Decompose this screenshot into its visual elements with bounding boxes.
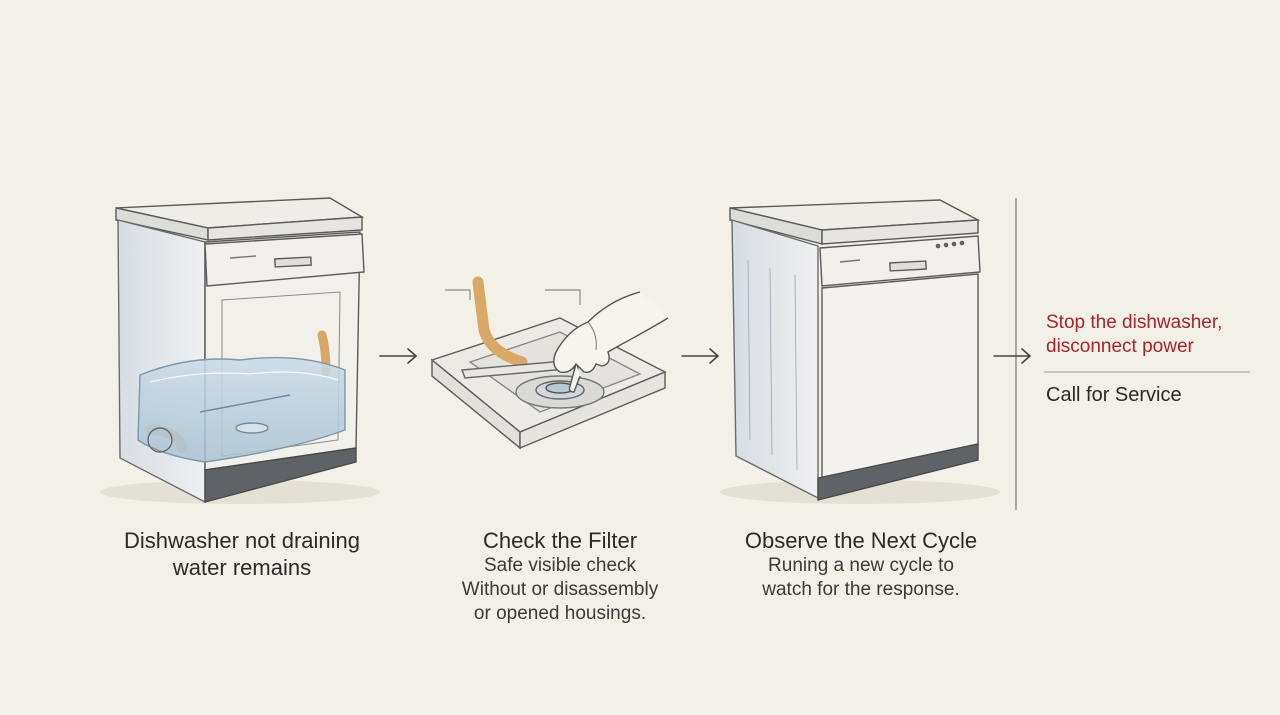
step-2-body-line1: Safe visible check <box>483 555 637 576</box>
filter-check-illustration <box>430 276 669 450</box>
warning-line2: disconnect power <box>1046 336 1194 357</box>
step-1-title-line1: Dishwasher not draining <box>123 528 361 553</box>
step-1-title-line2: water remains <box>172 555 312 580</box>
step-1-caption: Dishwasher not draining water remains <box>92 527 392 581</box>
step-3-caption: Observe the Next Cycle Runing a new cycl… <box>711 527 1011 602</box>
step-2-body-line3: or opened housings. <box>473 603 647 624</box>
step-2-title: Check the Filter <box>482 528 638 553</box>
step-3-title: Observe the Next Cycle <box>744 528 978 553</box>
step-2-caption: Check the Filter Safe visible check With… <box>410 527 710 626</box>
arrow-right-icon <box>379 348 418 364</box>
arrow-right-icon <box>681 348 720 364</box>
step-2-body-line2: Without or disassembly <box>461 579 659 600</box>
stop-and-disconnect-warning: Stop the dishwasher, disconnect power <box>1046 311 1222 359</box>
call-for-service-label: Call for Service <box>1046 384 1182 406</box>
dishwasher-full-of-water-illustration <box>100 197 380 504</box>
step-3-body-line2: watch for the response. <box>762 579 960 600</box>
arrow-right-icon <box>993 348 1032 364</box>
warning-line1: Stop the dishwasher, <box>1046 312 1223 333</box>
closed-dishwasher-illustration <box>720 199 1000 504</box>
step-3-body-line1: Runing a new cycle to <box>768 555 954 576</box>
